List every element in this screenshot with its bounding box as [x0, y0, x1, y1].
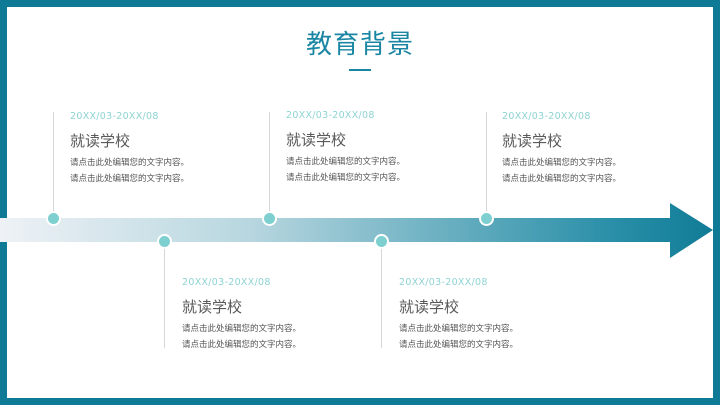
- school-name: 就读学校: [502, 132, 563, 150]
- description-line: 请点击此处编辑您的文字内容。: [182, 324, 302, 334]
- timeline-card[interactable]: 20XX/03-20XX/08 就读学校 请点击此处编辑您的文字内容。 请点击此…: [182, 277, 362, 353]
- school-name: 就读学校: [399, 298, 460, 316]
- timeline-node[interactable]: [157, 234, 172, 249]
- date-range: 20XX/03-20XX/08: [70, 111, 159, 122]
- connector-line: [164, 248, 165, 348]
- description-line: 请点击此处编辑您的文字内容。: [70, 158, 190, 168]
- description: 请点击此处编辑您的文字内容。 请点击此处编辑您的文字内容。: [70, 155, 250, 187]
- date-range: 20XX/03-20XX/08: [182, 277, 271, 288]
- timeline-card[interactable]: 20XX/03-20XX/08 就读学校 请点击此处编辑您的文字内容。 请点击此…: [70, 111, 250, 187]
- description-line: 请点击此处编辑您的文字内容。: [502, 174, 622, 184]
- school-name: 就读学校: [182, 298, 243, 316]
- description: 请点击此处编辑您的文字内容。 请点击此处编辑您的文字内容。: [502, 155, 682, 187]
- school-name: 就读学校: [70, 132, 131, 150]
- description: 请点击此处编辑您的文字内容。 请点击此处编辑您的文字内容。: [182, 321, 362, 353]
- slide-title: 教育背景: [305, 30, 414, 60]
- connector-line: [381, 248, 382, 348]
- description-line: 请点击此处编辑您的文字内容。: [399, 324, 519, 334]
- description-line: 请点击此处编辑您的文字内容。: [70, 174, 190, 184]
- date-range: 20XX/03-20XX/08: [502, 111, 591, 122]
- description-line: 请点击此处编辑您的文字内容。: [286, 173, 406, 183]
- date-range: 20XX/03-20XX/08: [399, 277, 488, 288]
- connector-line: [53, 112, 54, 212]
- timeline-node[interactable]: [479, 211, 494, 226]
- date-range: 20XX/03-20XX/08: [286, 110, 375, 121]
- description-line: 请点击此处编辑您的文字内容。: [502, 158, 622, 168]
- description-line: 请点击此处编辑您的文字内容。: [399, 340, 519, 350]
- school-name: 就读学校: [286, 131, 347, 149]
- timeline-node[interactable]: [262, 211, 277, 226]
- connector-line: [486, 112, 487, 212]
- title-underline: [349, 69, 371, 71]
- timeline-node[interactable]: [46, 211, 61, 226]
- timeline-card[interactable]: 20XX/03-20XX/08 就读学校 请点击此处编辑您的文字内容。 请点击此…: [286, 110, 466, 186]
- timeline-card[interactable]: 20XX/03-20XX/08 就读学校 请点击此处编辑您的文字内容。 请点击此…: [399, 277, 579, 353]
- description: 请点击此处编辑您的文字内容。 请点击此处编辑您的文字内容。: [286, 154, 466, 186]
- timeline-node[interactable]: [374, 234, 389, 249]
- timeline-card[interactable]: 20XX/03-20XX/08 就读学校 请点击此处编辑您的文字内容。 请点击此…: [502, 111, 682, 187]
- connector-line: [269, 112, 270, 212]
- description: 请点击此处编辑您的文字内容。 请点击此处编辑您的文字内容。: [399, 321, 579, 353]
- description-line: 请点击此处编辑您的文字内容。: [286, 157, 406, 167]
- description-line: 请点击此处编辑您的文字内容。: [182, 340, 302, 350]
